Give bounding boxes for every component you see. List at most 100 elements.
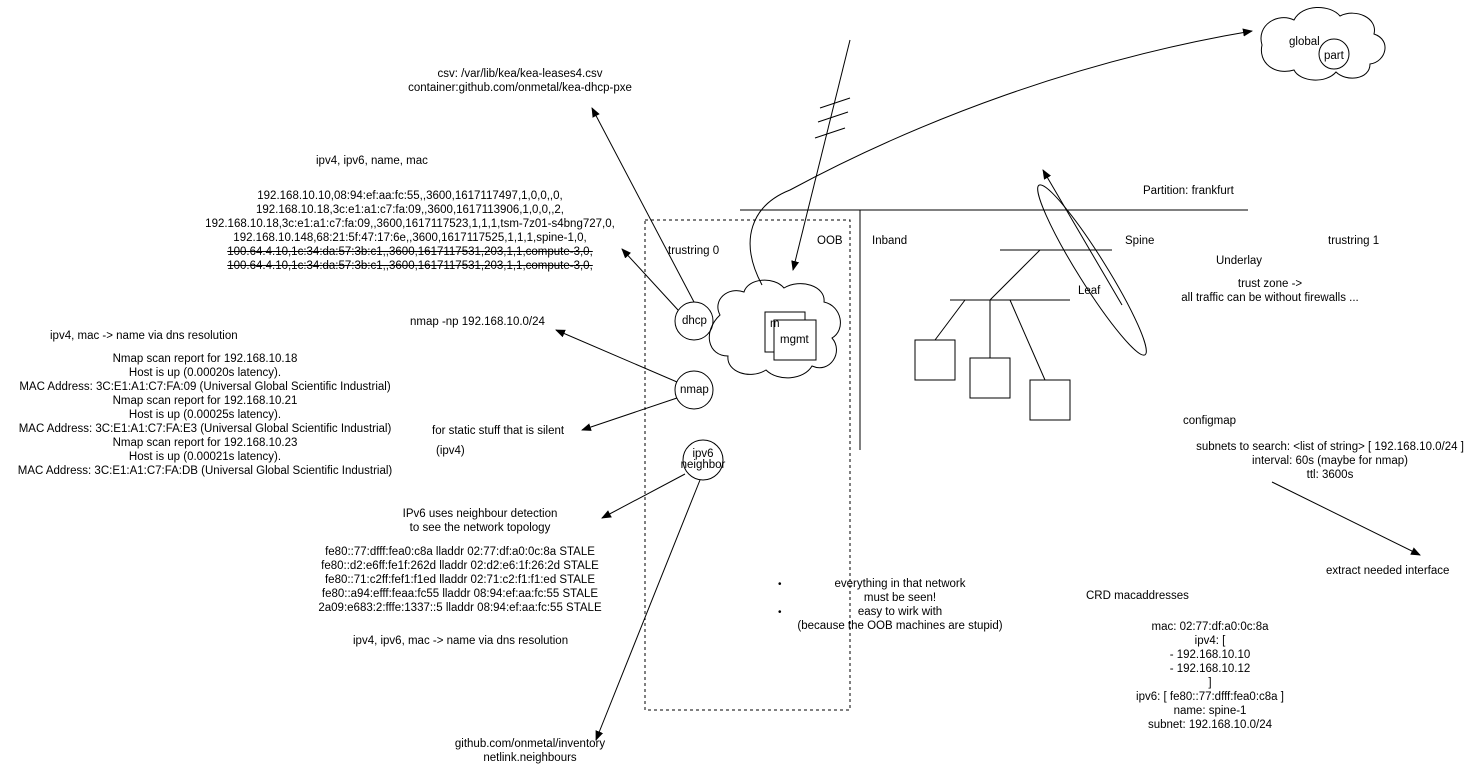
neighbour-line: fe80::71:c2ff:fef1:f1ed lladdr 02:71:c2:… <box>324 574 595 586</box>
bullet-1-line: must be seen! <box>863 592 937 604</box>
lease-line: 192.168.10.148,68:21:5f:47:17:6e,,3600,1… <box>233 232 587 244</box>
neighbour-line: fe80::77:dfff:fea0:c8a lladdr 02:77:df:a… <box>325 546 595 558</box>
ipv6-node-label: ipv6 neighbor <box>673 447 733 472</box>
mgmt-box-front <box>773 319 817 361</box>
trust-zone-block: trust zone -> all traffic can be without… <box>1160 277 1380 305</box>
configmap-line: interval: 60s (maybe for nmap) <box>1252 455 1408 467</box>
crd-line: - 192.168.10.10 <box>1169 649 1251 661</box>
server-box-1 <box>914 339 956 381</box>
nmap-resolution: ipv4, mac -> name via dns resolution <box>50 330 238 342</box>
arrow-to-global <box>749 28 1253 286</box>
bullet-2-line: (because the OOB machines are stupid) <box>797 620 1003 632</box>
crd-line: subnet: 192.168.10.0/24 <box>1147 719 1273 731</box>
ipv6-neighbor-node <box>682 439 724 481</box>
ipv6-node-label-line: ipv6 <box>692 448 714 460</box>
leaf-link-3 <box>1009 299 1046 381</box>
ipv6-detection-line: IPv6 uses neighbour detection <box>402 508 558 520</box>
underlay-ellipse <box>1037 184 1147 356</box>
nmap-report-line: Host is up (0.00021s latency). <box>128 451 282 463</box>
arrow-nmap-to-static <box>581 397 678 431</box>
break-mark-2 <box>817 111 849 123</box>
nmap-command: nmap -np 192.168.10.0/24 <box>410 316 545 328</box>
nmap-report-line: Nmap scan report for 192.168.10.23 <box>112 437 298 449</box>
mgmt-cloud <box>708 279 841 379</box>
nmap-report-line: MAC Address: 3C:E1:A1:C7:FA:E3 (Universa… <box>18 423 392 435</box>
break-mark-3 <box>814 127 846 139</box>
bullet-1-line: everything in that network <box>834 578 966 590</box>
crd-line: ] <box>1208 677 1212 689</box>
global-label: global <box>1289 36 1320 48</box>
crd-line: mac: 02:77:df:a0:0c:8a <box>1151 621 1269 633</box>
configmap-line: subnets to search: <list of string> [ 19… <box>1196 441 1464 453</box>
mgmt-back-label: m <box>770 318 780 330</box>
nmap-report-line: Nmap scan report for 192.168.10.18 <box>112 353 298 365</box>
arrow-underlay-up <box>1042 169 1123 306</box>
mgmt-label: mgmt <box>780 334 809 346</box>
part-label: part <box>1324 50 1344 62</box>
configmap-title: configmap <box>1183 415 1237 427</box>
ipv6-node-label-line: neighbor <box>680 459 726 471</box>
dhcp-csv-path: csv: /var/lib/kea/kea-leases4.csv <box>437 68 603 80</box>
global-cloud <box>1260 7 1386 81</box>
leaf-label: Leaf <box>1078 285 1101 297</box>
trustring0-label: trustring 0 <box>668 245 720 257</box>
nmap-static-note: for static stuff that is silent <box>432 425 565 437</box>
arrow-configmap-to-extract <box>1271 481 1421 556</box>
oob-label: OOB <box>817 235 843 247</box>
nmap-report-line: MAC Address: 3C:E1:A1:C7:FA:DB (Universa… <box>17 465 393 477</box>
part-circle <box>1318 38 1350 70</box>
dhcp-leases-block: 192.168.10.10,08:94:ef:aa:fc:55,,3600,16… <box>160 189 660 273</box>
bullet-marker-2: • <box>778 607 782 618</box>
partition-label: Partition: frankfurt <box>1143 185 1234 197</box>
ipv6-resolution: ipv4, ipv6, mac -> name via dns resoluti… <box>353 635 569 647</box>
nmap-static-proto: (ipv4) <box>436 445 465 457</box>
nmap-node <box>674 370 714 410</box>
ipv6-detection-block: IPv6 uses neighbour detection to see the… <box>380 507 580 535</box>
neighbour-line: fe80::d2:e6ff:fe1f:262d lladdr 02:d2:e6:… <box>321 560 599 572</box>
dhcp-fields: ipv4, ipv6, name, mac <box>316 155 428 167</box>
lease-line: 192.168.10.18,3c:e1:a1:c7:fa:09,,3600,16… <box>205 218 615 230</box>
arrow-dhcp-to-leases <box>621 248 679 311</box>
trust-zone-line: trust zone -> <box>1237 278 1303 290</box>
dhcp-container: container:github.com/onmetal/kea-dhcp-px… <box>408 82 632 94</box>
crd-line: ipv4: [ <box>1194 635 1226 647</box>
bullet-2-line: easy to wirk with <box>857 606 943 618</box>
mgmt-uplink-arrow <box>791 39 851 271</box>
dhcp-config-block: csv: /var/lib/kea/kea-leases4.csv contai… <box>380 67 660 95</box>
bullet-2-text: easy to wirk with (because the OOB machi… <box>790 605 1010 633</box>
neighbour-line: 2a09:e683:2:fffe:1337::5 lladdr 08:94:ef… <box>318 602 602 614</box>
ipv6-detection-line: to see the network topology <box>409 522 551 534</box>
server-box-2 <box>969 357 1011 399</box>
nmap-report-line: MAC Address: 3C:E1:A1:C7:FA:09 (Universa… <box>19 381 391 393</box>
ipv6-neighbour-table: fe80::77:dfff:fea0:c8a lladdr 02:77:df:a… <box>300 545 620 615</box>
nmap-report-line: Nmap scan report for 192.168.10.21 <box>112 395 298 407</box>
arrow-ipv6-to-inventory <box>595 479 701 741</box>
lease-line: 192.168.10.10,08:94:ef:aa:fc:55,,3600,16… <box>257 190 563 202</box>
trust-zone-line: all traffic can be without firewalls ... <box>1181 292 1359 304</box>
nmap-report-line: Host is up (0.00020s latency). <box>128 367 282 379</box>
arrow-ipv6-to-detection <box>601 473 686 519</box>
crd-line: ipv6: [ fe80::77:dfff:fea0:c8a ] <box>1136 691 1284 703</box>
spine-label: Spine <box>1125 235 1155 247</box>
neighbour-line: fe80::a94:efff:feaa:fc55 lladdr 08:94:ef… <box>321 588 599 600</box>
underlay-label: Underlay <box>1216 255 1263 267</box>
lease-line: 192.168.10.18,3c:e1:a1:c7:fa:09,,3600,16… <box>256 204 564 216</box>
configmap-extract: extract needed interface <box>1326 565 1450 577</box>
lease-line-struck: 100.64.4.10,1c:34:da:57:3b:c1,,3600,1617… <box>227 260 593 272</box>
spine-link <box>989 249 1041 301</box>
nmap-node-label: nmap <box>680 384 709 396</box>
bullet-1-text: everything in that network must be seen! <box>790 577 1010 605</box>
ipv6-source-line: github.com/onmetal/inventory <box>454 738 606 750</box>
crd-line: - 192.168.10.12 <box>1169 663 1251 675</box>
crd-line: name: spine-1 <box>1173 705 1247 717</box>
inband-label: Inband <box>872 235 908 247</box>
crd-body: mac: 02:77:df:a0:0c:8a ipv4: [ - 192.168… <box>1080 620 1340 732</box>
ipv6-source-block: github.com/onmetal/inventory netlink.nei… <box>440 737 620 765</box>
nmap-report-line: Host is up (0.00025s latency). <box>128 409 282 421</box>
leaf-link-1 <box>934 299 966 341</box>
server-box-3 <box>1029 379 1071 421</box>
configmap-body: subnets to search: <list of string> [ 19… <box>1180 440 1480 482</box>
arrow-dhcp-to-config <box>591 107 695 303</box>
break-mark-1 <box>819 97 851 109</box>
